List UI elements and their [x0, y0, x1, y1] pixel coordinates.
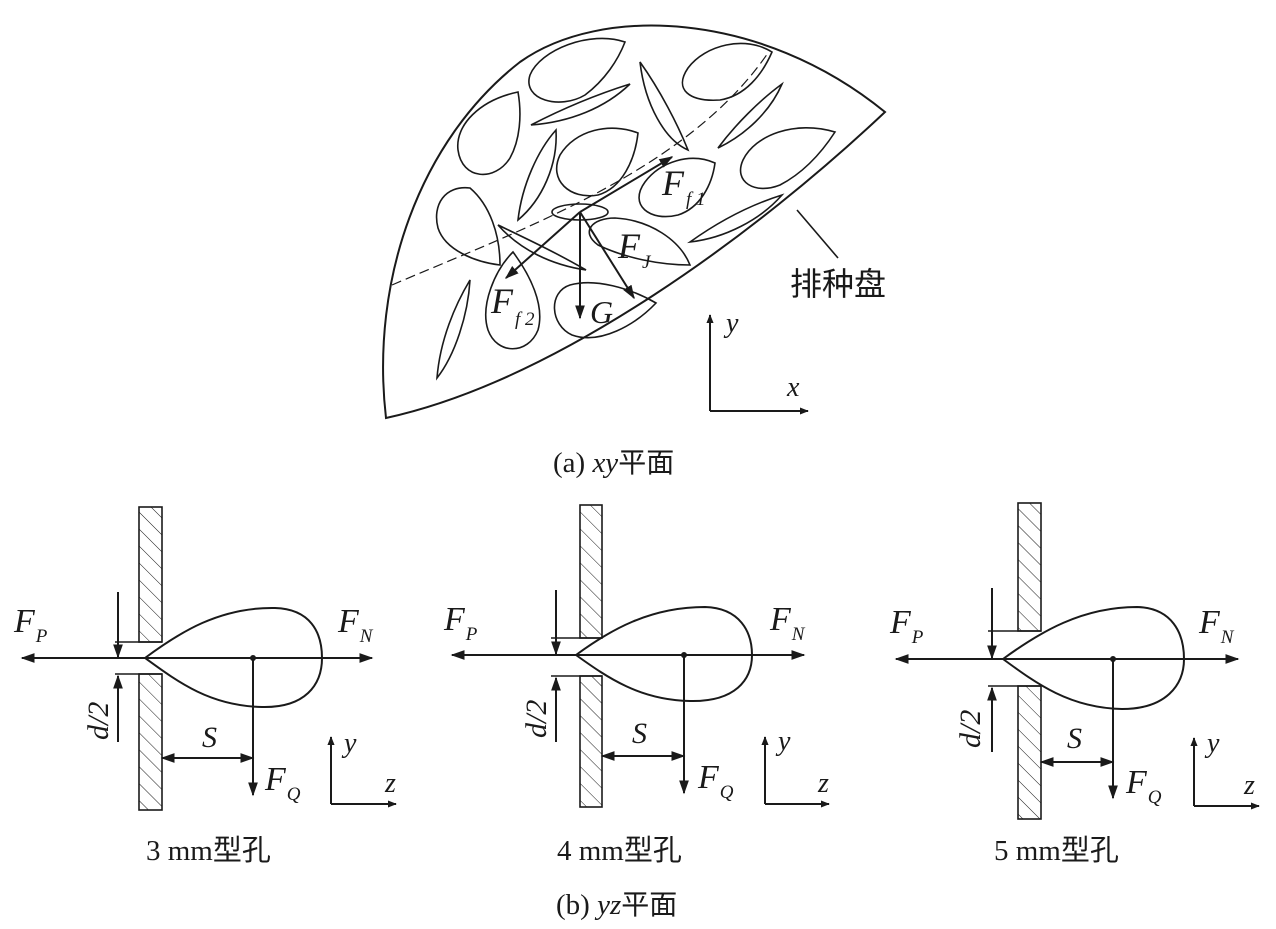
seed-11: [435, 187, 501, 266]
seed-9: [739, 127, 837, 190]
seed-2: [681, 42, 774, 101]
axis-x-label: x: [786, 372, 800, 403]
force-ff1-arrow: [579, 156, 674, 213]
force-ff2-arrow: [504, 211, 581, 279]
axis-z-label: z: [384, 768, 396, 799]
hole-caption: 5 mm型孔: [994, 834, 1119, 867]
caption-a: (a) xy平面: [553, 446, 674, 479]
force-arrows: [504, 156, 674, 320]
seed-13: [435, 279, 471, 381]
label-fq: FQ: [264, 761, 301, 805]
hole-caption: 3 mm型孔: [146, 834, 271, 867]
label-d-half: d/2: [520, 700, 553, 738]
label-fq: FQ: [697, 759, 734, 803]
seed-ff1: [638, 157, 716, 218]
seed-8: [516, 128, 557, 222]
plate-upper: [579, 504, 603, 639]
label-fn: FN: [1198, 604, 1235, 648]
seed-5: [639, 61, 690, 152]
hole-5mm-diagram: FP FN d/2 S FQ y z 5 mm型孔: [889, 502, 1260, 867]
disc-label: 排种盘: [790, 265, 886, 303]
plate-lower: [1017, 685, 1042, 820]
axis-z-label: z: [817, 768, 829, 799]
label-fq: FQ: [1125, 764, 1162, 808]
plate-lower: [579, 675, 603, 808]
hole-caption: 4 mm型孔: [557, 834, 682, 867]
axis-y-label: y: [341, 728, 357, 759]
label-g: G: [590, 294, 613, 330]
seed-1: [528, 37, 627, 103]
plate-upper: [138, 506, 163, 643]
plate-upper: [1017, 502, 1042, 632]
label-fp: FP: [13, 603, 48, 647]
seed-g: [553, 281, 658, 339]
label-fn: FN: [337, 603, 374, 647]
axis-y-label: y: [723, 308, 739, 339]
seed-6: [717, 81, 784, 149]
label-fn: FN: [769, 601, 806, 645]
seed-7: [555, 127, 639, 197]
force-fj-arrow: [579, 211, 635, 300]
seed-fj: [588, 217, 692, 266]
label-fp: FP: [443, 601, 478, 645]
plate-lower: [138, 673, 163, 811]
label-s: S: [632, 717, 647, 750]
hole-4mm-diagram: FP FN d/2 S FQ y z 4 mm型孔: [443, 504, 830, 867]
seed-10: [687, 193, 785, 244]
label-d-half: d/2: [954, 710, 987, 748]
label-fp: FP: [889, 604, 924, 648]
axis-y-label: y: [775, 726, 791, 757]
axis-z-label: z: [1243, 770, 1255, 801]
caption-b: (b) yz平面: [556, 888, 677, 921]
seed-disc-outline: [382, 24, 887, 420]
label-s: S: [202, 721, 217, 754]
xy-axes: x y: [706, 308, 809, 415]
label-d-half: d/2: [82, 702, 115, 740]
axis-y-label: y: [1204, 728, 1220, 759]
seed-3: [457, 91, 521, 176]
seed-4: [530, 83, 631, 126]
seed-ff2: [485, 250, 541, 350]
seed-12: [497, 224, 587, 271]
disc-leader-line: [796, 209, 839, 259]
hole-3mm-diagram: FP FN d/2 S FQ y z 3 mm型孔: [13, 506, 397, 867]
label-s: S: [1067, 722, 1082, 755]
